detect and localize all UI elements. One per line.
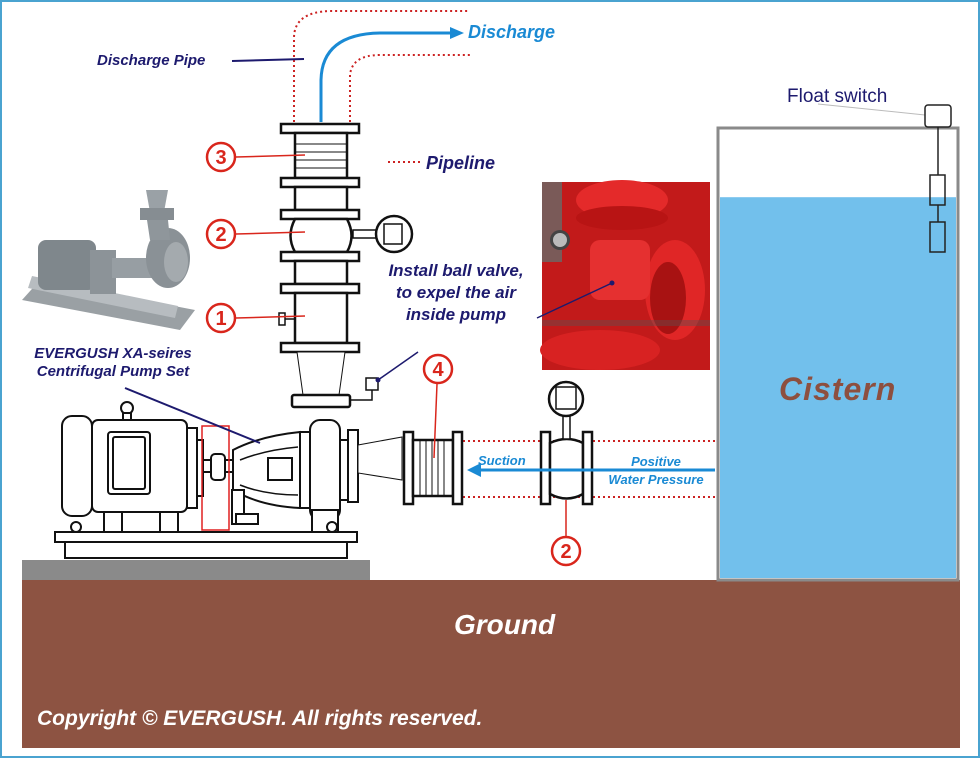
discharge-label: Discharge	[468, 22, 556, 42]
air-valve-leader	[377, 351, 419, 381]
copyright-text: Copyright © EVERGUSH. All rights reserve…	[37, 707, 483, 730]
positive-pressure-line2: Water Pressure	[608, 472, 704, 487]
ball-valve-leader-dot	[609, 280, 615, 286]
positive-pressure-label: Positive Water Pressure	[598, 453, 714, 489]
ball-valve-note-line3: inside pump	[405, 305, 507, 324]
air-valve-leader-dot	[375, 377, 381, 383]
discharge-flow-arrow	[319, 27, 464, 122]
pump-set-photo	[22, 190, 195, 330]
pump-set-label-line1: EVERGUSH XA-seires	[34, 345, 192, 362]
float-switch-label: Float switch	[787, 86, 888, 107]
marker-leaders	[235, 154, 567, 537]
ball-valve-leader	[536, 282, 613, 319]
ball-valve-note-line2: to expel the air	[396, 283, 516, 302]
ball-valve-note-line1: Install ball valve,	[388, 261, 524, 280]
marker-numbers: 3 2 1 4 2	[215, 147, 571, 563]
positive-pressure-line1: Positive	[631, 454, 681, 469]
marker-3-top: 3	[215, 147, 226, 169]
marker-2-bottom: 2	[560, 541, 571, 563]
suction-flow-arrow	[467, 463, 715, 477]
cistern-water	[720, 197, 956, 578]
pump-set-leader	[124, 387, 261, 444]
flexible-joint	[402, 430, 464, 506]
ground-label: Ground	[454, 609, 556, 640]
suction-pressure-gauge	[539, 380, 594, 506]
pump-set-label: EVERGUSH XA-seires Centrifugal Pump Set	[20, 345, 206, 381]
pipeline-legend-label: Pipeline	[426, 153, 496, 173]
discharge-pipe-label: Discharge Pipe	[97, 52, 206, 69]
pump-base-slab	[22, 560, 370, 580]
discharge-pipeline-outline	[293, 10, 470, 163]
float-switch	[817, 103, 952, 253]
cistern-tank	[716, 126, 960, 582]
suction-label: Suction	[478, 453, 526, 468]
marker-4: 4	[432, 359, 444, 381]
ball-valve-note: Install ball valve, to expel the air ins…	[368, 260, 544, 326]
coupling-guard	[201, 425, 230, 531]
pump-set-label-line2: Centrifugal Pump Set	[36, 363, 190, 380]
ball-valve-photo	[540, 180, 710, 370]
discharge-pipe-leader	[231, 58, 305, 62]
marker-1: 1	[215, 308, 226, 330]
marker-circles	[205, 141, 582, 567]
marker-2-top: 2	[215, 224, 226, 246]
ground	[22, 580, 960, 748]
cistern-label: Cistern	[779, 371, 897, 407]
